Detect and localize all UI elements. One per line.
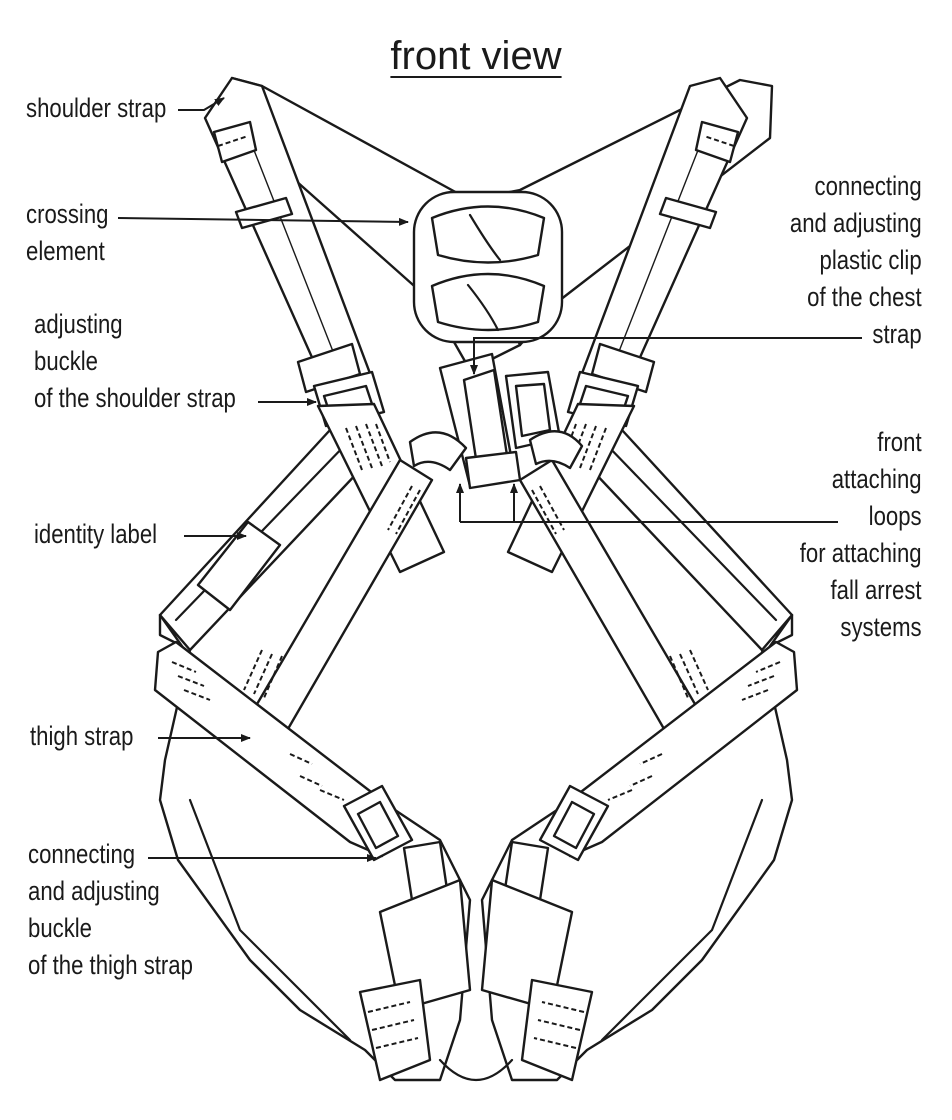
leader-lines [117, 97, 862, 862]
crotch-arc [438, 1058, 514, 1082]
label-crossing-element: crossing element [26, 196, 108, 270]
label-line: strap [872, 319, 922, 349]
label-line: crossing [26, 199, 109, 229]
label-line: of the thigh strap [28, 950, 193, 980]
label-line: and adjusting [790, 208, 922, 238]
label-line: systems [840, 612, 922, 642]
label-identity-label: identity label [34, 516, 157, 553]
label-line: attaching [832, 464, 922, 494]
label-line: plastic clip [819, 245, 922, 275]
label-line: connecting [28, 839, 136, 869]
leg-strap-right-diagonal [518, 458, 718, 762]
label-line: loops [869, 501, 922, 531]
label-line: for attaching [800, 538, 922, 568]
label-line: of the chest [807, 282, 922, 312]
label-line: connecting [814, 171, 922, 201]
label-adjusting-buckle-shoulder: adjusting buckle of the shoulder strap [34, 306, 236, 417]
thigh-loop-right [480, 613, 799, 1082]
label-plastic-clip: connecting and adjusting plastic clip of… [790, 168, 922, 353]
label-thigh-strap: thigh strap [30, 718, 133, 755]
label-line: buckle [28, 913, 92, 943]
label-shoulder-strap: shoulder strap [26, 90, 166, 127]
diagram-title: front view [390, 34, 562, 78]
chest-clip-drawing [408, 352, 584, 490]
label-line: identity label [34, 519, 158, 549]
label-line: thigh strap [30, 721, 134, 751]
identity-label-patch [196, 520, 282, 612]
label-front-attaching-loops: front attaching loops for attaching fall… [800, 424, 922, 646]
label-line: adjusting [34, 309, 123, 339]
label-line: shoulder strap [26, 93, 167, 123]
label-line: and adjusting [28, 876, 160, 906]
label-line: element [26, 236, 105, 266]
label-line: buckle [34, 346, 98, 376]
label-connecting-buckle-thigh: connecting and adjusting buckle of the t… [28, 836, 193, 984]
label-line: front [877, 427, 922, 457]
thigh-loop-left [153, 613, 472, 1082]
crossing-element-drawing [412, 190, 564, 344]
label-line: fall arrest [830, 575, 922, 605]
label-line: of the shoulder strap [34, 383, 236, 413]
